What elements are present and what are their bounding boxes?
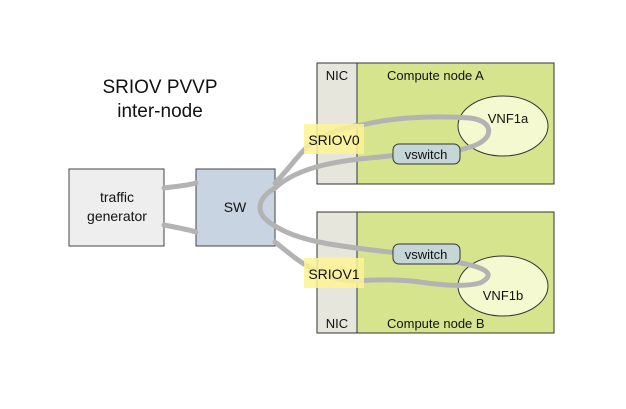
vswitch-b: vswitch <box>392 243 461 265</box>
sriov0-highlight <box>304 124 364 154</box>
vnf1b-label: VNF1b <box>483 288 523 303</box>
nic-a-label: NIC <box>326 68 348 83</box>
vnf1a-label: VNF1a <box>488 111 529 126</box>
link-node-a-to-node-b <box>257 154 383 254</box>
link-tg-sw-lower <box>161 222 199 235</box>
vswitch-a-label: vswitch <box>405 147 448 162</box>
sriov1: SRIOV1 <box>304 258 364 288</box>
sriov1-highlight <box>304 258 364 288</box>
switch-label: SW <box>224 199 247 215</box>
compute-node-a: NIC Compute node A VNF1a <box>316 62 555 185</box>
traffic-generator-box <box>68 168 165 247</box>
switch: SW <box>195 168 276 247</box>
link-tg-sw-upper <box>161 180 199 191</box>
sriov1-label: SRIOV1 <box>308 266 360 282</box>
traffic-generator-label-line1: traffic <box>100 189 134 205</box>
nic-b-label: NIC <box>326 316 348 331</box>
compute-node-a-label: Compute node A <box>387 68 484 83</box>
vswitch-a-box <box>392 143 461 165</box>
vswitch-b-label: vswitch <box>405 247 448 262</box>
diagram-title-line2: inter-node <box>117 101 203 122</box>
traffic-generator-label-line2: generator <box>87 208 147 224</box>
vswitch-a: vswitch <box>392 143 461 165</box>
sriov0-label: SRIOV0 <box>308 132 360 148</box>
sriov0: SRIOV0 <box>304 124 364 154</box>
vswitch-b-box <box>392 243 461 265</box>
diagram-title-line1: SRIOV PVVP <box>102 77 217 98</box>
compute-node-b-label: Compute node B <box>387 316 485 331</box>
traffic-generator: traffic generator <box>68 168 165 247</box>
